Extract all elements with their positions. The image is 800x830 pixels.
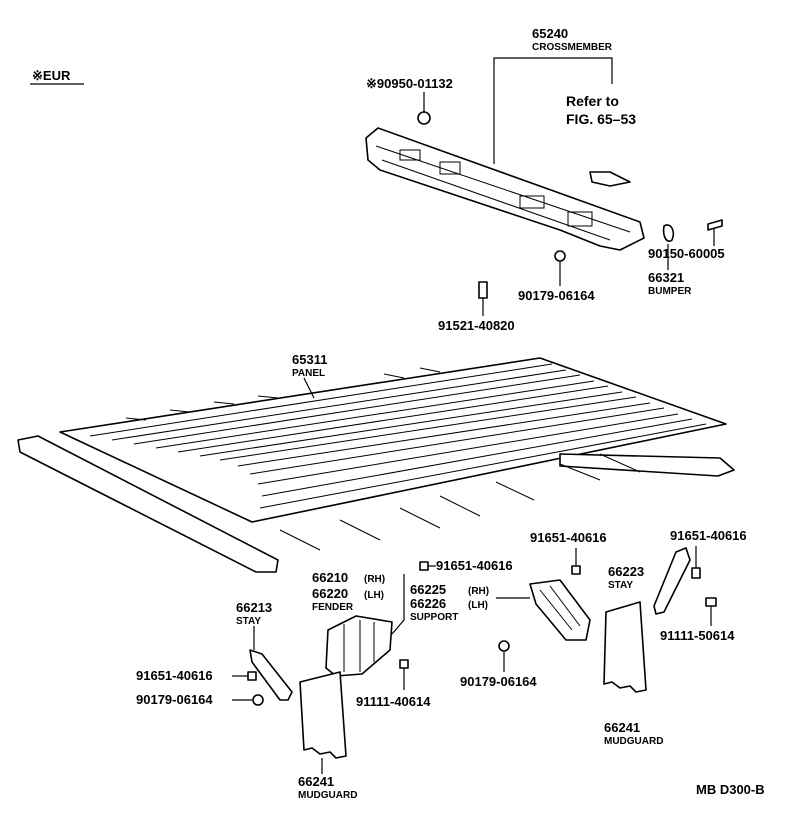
crossmember-drawing <box>365 127 645 251</box>
svg-text:(LH): (LH) <box>364 590 384 601</box>
svg-text:MUDGUARD: MUDGUARD <box>298 790 357 801</box>
svg-text:65240: 65240 <box>532 26 568 41</box>
svg-text:91111-50614: 91111-50614 <box>660 628 735 643</box>
callout-nut-90179-left: 90179-06164 <box>136 692 264 707</box>
callout-fender: 66210 (RH) 66220 (LH) FENDER <box>312 570 385 613</box>
svg-text:66225: 66225 <box>410 582 446 597</box>
svg-text:FENDER: FENDER <box>312 602 354 613</box>
callout-bolt-91111-right: 91111-50614 <box>660 597 735 643</box>
svg-text:MUDGUARD: MUDGUARD <box>604 736 663 747</box>
svg-text:66223: 66223 <box>608 564 644 579</box>
svg-text:90179-06164: 90179-06164 <box>136 692 213 707</box>
region-note: ※EUR <box>30 68 84 85</box>
mudguard-right-drawing <box>603 601 647 693</box>
svg-text:66213: 66213 <box>236 600 272 615</box>
figure-code: MB D300-B <box>696 782 765 797</box>
svg-text:91651-40616: 91651-40616 <box>670 528 747 543</box>
callout-stay-right: 66223 STAY <box>608 547 691 615</box>
svg-text:※EUR: ※EUR <box>32 68 71 83</box>
callout-bolt-91651-right-b: 91651-40616 <box>670 528 747 579</box>
callout-mudguard-left: 66241 MUDGUARD <box>298 758 357 801</box>
svg-text:66241: 66241 <box>298 774 334 789</box>
svg-text:※90950-01132: ※90950-01132 <box>366 76 453 91</box>
callout-bolt-91651-right-a: 91651-40616 <box>530 530 607 575</box>
fender-drawing <box>325 615 393 677</box>
support-leader-left <box>391 574 405 635</box>
svg-text:(RH): (RH) <box>468 586 489 597</box>
svg-text:STAY: STAY <box>236 616 261 627</box>
callout-panel: 65311 PANEL <box>292 352 327 399</box>
svg-text:(RH): (RH) <box>364 574 385 585</box>
callout-bumper: 66321 BUMPER <box>648 224 692 297</box>
callout-bolt-90150: 90150-60005 <box>648 219 725 261</box>
support-bracket-drawing <box>529 579 591 641</box>
svg-text:91651-40616: 91651-40616 <box>136 668 213 683</box>
svg-text:FIG. 65–53: FIG. 65–53 <box>566 111 636 127</box>
svg-text:66241: 66241 <box>604 720 640 735</box>
callout-nut-90179-top: 90179-06164 <box>518 250 595 303</box>
callout-bolt-90950: ※90950-01132 <box>366 76 453 125</box>
svg-text:CROSSMEMBER: CROSSMEMBER <box>532 42 613 53</box>
svg-text:90179-06164: 90179-06164 <box>460 674 537 689</box>
mudguard-left-drawing <box>299 671 347 759</box>
svg-text:65311: 65311 <box>292 352 327 367</box>
callout-bolt-91111-center: 91111-40614 <box>356 659 431 709</box>
svg-text:SUPPORT: SUPPORT <box>410 612 458 623</box>
svg-text:90150-60005: 90150-60005 <box>648 246 725 261</box>
svg-text:66321: 66321 <box>648 270 684 285</box>
reference-note: Refer to FIG. 65–53 <box>566 93 636 127</box>
svg-text:66220: 66220 <box>312 586 348 601</box>
callout-support: 66225 (RH) 66226 (LH) SUPPORT <box>410 582 489 623</box>
svg-text:91651-40616: 91651-40616 <box>530 530 607 545</box>
crossmember-leader <box>493 57 613 164</box>
svg-text:Refer to: Refer to <box>566 93 619 109</box>
svg-text:66210: 66210 <box>312 570 348 585</box>
callout-bolt-91521: 91521-40820 <box>438 281 515 333</box>
svg-text:(LH): (LH) <box>468 600 488 611</box>
callout-crossmember: 65240 CROSSMEMBER <box>532 26 613 53</box>
svg-text:91111-40614: 91111-40614 <box>356 694 431 709</box>
callout-stay-left: 66213 STAY <box>236 600 293 701</box>
svg-text:91651-40616: 91651-40616 <box>436 558 513 573</box>
svg-text:91521-40820: 91521-40820 <box>438 318 515 333</box>
svg-text:STAY: STAY <box>608 580 633 591</box>
svg-text:PANEL: PANEL <box>292 368 325 379</box>
svg-text:66226: 66226 <box>410 596 446 611</box>
svg-text:BUMPER: BUMPER <box>648 286 692 297</box>
callout-nut-90179-center: 90179-06164 <box>460 640 537 689</box>
svg-text:90179-06164: 90179-06164 <box>518 288 595 303</box>
deck-panel-drawing <box>17 357 735 573</box>
callout-bolt-91651-center: 91651-40616 <box>419 558 513 573</box>
callout-bolt-91651-left: 91651-40616 <box>136 668 257 683</box>
callout-mudguard-right: 66241 MUDGUARD <box>604 720 663 747</box>
